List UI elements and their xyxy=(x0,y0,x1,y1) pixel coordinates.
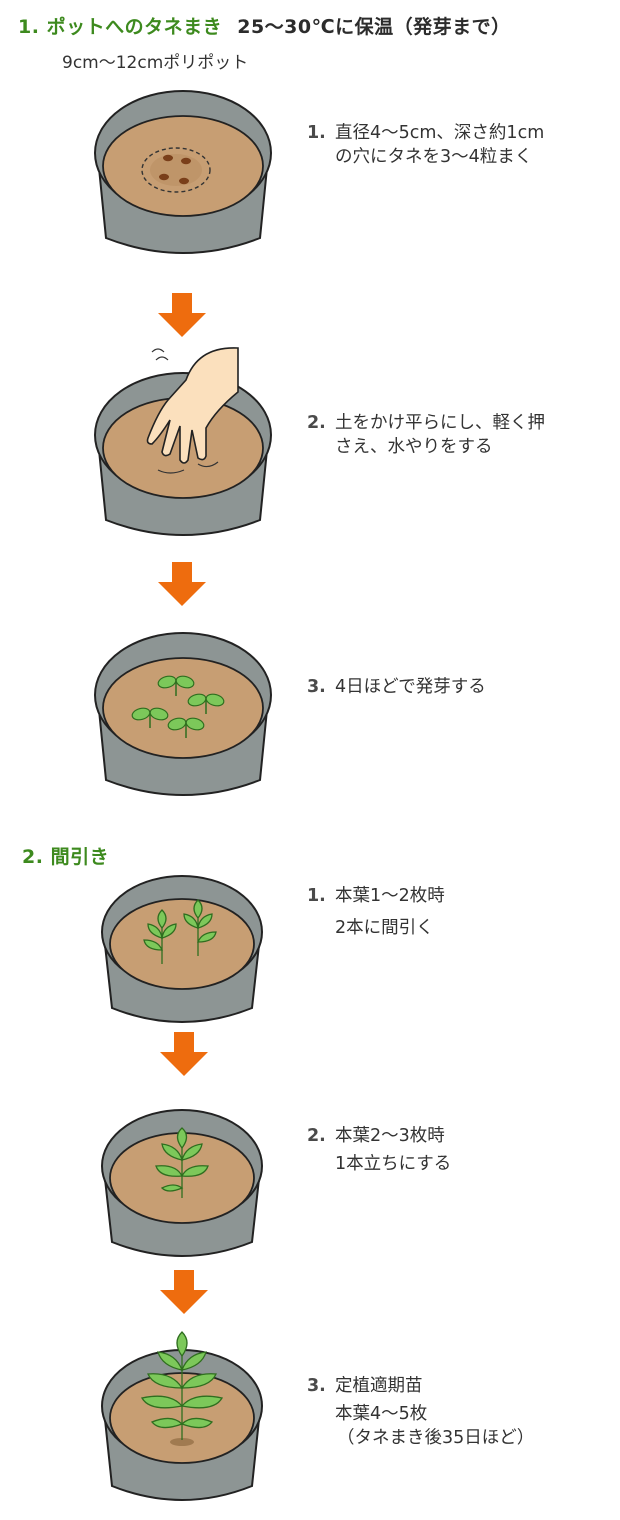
section2-heading: 2. 間引き xyxy=(22,842,109,869)
step-number: 1. xyxy=(307,123,326,143)
hand-icon xyxy=(146,347,239,464)
step-text-line3: （タネまき後35日ほど） xyxy=(337,1428,535,1448)
pot-sowing-illustration xyxy=(94,90,272,254)
section2-number: 2. xyxy=(22,846,44,868)
step-text-line1: 土をかけ平らにし、軽く押 xyxy=(335,413,545,433)
seed-icon xyxy=(159,154,191,185)
step-text-line2: 本葉4〜5枚 xyxy=(335,1404,428,1424)
step-text-line1: 直径4〜5cm、深さ約1cm xyxy=(335,123,545,143)
section1-title: ポットへのタネまき xyxy=(46,16,223,38)
step-text-line2: 2本に間引く xyxy=(335,918,434,938)
step-number: 3. xyxy=(307,1376,326,1396)
section1-number: 1. xyxy=(18,16,40,38)
down-arrow-icon xyxy=(160,1270,208,1314)
step-number: 1. xyxy=(307,886,326,906)
section1-heading: 1. ポットへのタネまき 25〜30℃に保温（発芽まで） xyxy=(18,12,511,39)
step-text-line1: 本葉1〜2枚時 xyxy=(335,886,445,906)
pot-germination-illustration xyxy=(94,632,272,796)
step1-1: 1. 直径4〜5cm、深さ約1cm の穴にタネを3〜4粒まく xyxy=(307,121,544,169)
section1-temperature-note: 25〜30℃に保温（発芽まで） xyxy=(237,16,511,38)
step-text-line2: の穴にタネを3〜4粒まく xyxy=(335,147,533,167)
step2-1: 1. 本葉1〜2枚時 2本に間引く xyxy=(307,884,445,940)
step-text-line1: 定植適期苗 xyxy=(335,1376,423,1396)
step2-3: 3. 定植適期苗 本葉4〜5枚 （タネまき後35日ほど） xyxy=(307,1374,534,1450)
step-text-line2: さえ、水やりをする xyxy=(335,437,493,457)
pot-single-seedling-illustration xyxy=(101,1109,263,1257)
pot-thinning-two-illustration xyxy=(101,875,263,1023)
step2-2: 2. 本葉2〜3枚時 1本立ちにする xyxy=(307,1124,451,1176)
step-text-line1: 4日ほどで発芽する xyxy=(335,677,486,697)
step1-2: 2. 土をかけ平らにし、軽く押 さえ、水やりをする xyxy=(307,411,545,459)
step-text-line2: 1本立ちにする xyxy=(335,1154,452,1174)
step1-3: 3. 4日ほどで発芽する xyxy=(307,675,486,699)
down-arrow-icon xyxy=(158,293,206,337)
pot-transplant-ready-illustration xyxy=(101,1331,263,1501)
down-arrow-icon xyxy=(158,562,206,606)
seedling-icon xyxy=(155,1127,209,1198)
seedling-icon xyxy=(140,1331,224,1440)
section2-title: 間引き xyxy=(50,846,110,868)
down-arrow-icon xyxy=(160,1032,208,1076)
step-number: 2. xyxy=(307,1126,326,1146)
step-text-line1: 本葉2〜3枚時 xyxy=(335,1126,445,1146)
step-number: 2. xyxy=(307,413,326,433)
pot-covering-illustration xyxy=(94,347,272,536)
step-number: 3. xyxy=(307,677,326,697)
pot-size-label: 9cm〜12cmポリポット xyxy=(62,53,249,73)
seedling-icon xyxy=(143,899,217,964)
